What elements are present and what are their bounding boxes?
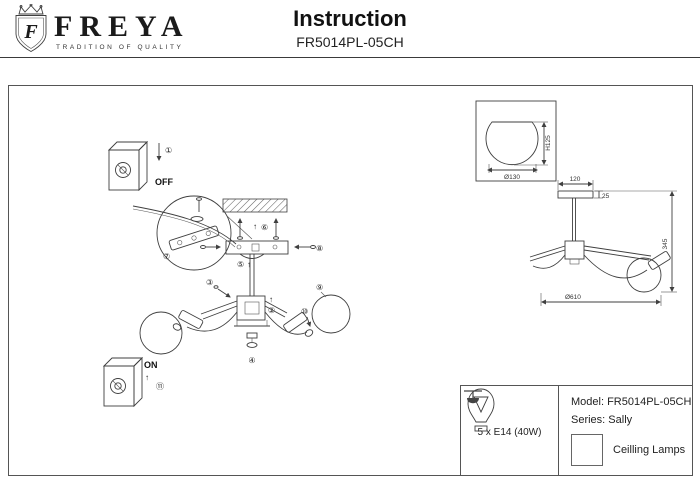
step-5: ⑤ [237, 260, 244, 269]
left-arm-drawing [139, 300, 238, 355]
logo-letter: F [23, 21, 38, 43]
globe-spec-box: Ø130 H125 [475, 100, 557, 182]
dim-fixture-diameter: Ø610 [565, 294, 581, 301]
brand-name: FREYA [54, 10, 190, 43]
step-4: ④ [248, 356, 255, 365]
dim-canopy-thickness: 25 [602, 193, 610, 200]
model-info-cell: Model: FR5014PL-05CH Series: Sally Ceill… [464, 386, 692, 475]
step-9: ⑨ [316, 283, 323, 292]
step-7: ⑦ [163, 252, 170, 261]
stem-hub-drawing: ③ ↑ ② ④ [206, 254, 275, 365]
assembly-diagram: ① OFF ⑦ [102, 100, 677, 408]
header-divider [0, 57, 700, 58]
side-view-drawing: 120 25 345 [529, 176, 677, 306]
step-2: ② [268, 306, 275, 315]
bulb-spec-cell: 5 x E14 (40W) [461, 386, 559, 475]
wiring-detail-circle: ⑦ [156, 195, 253, 271]
spec-table: 5 x E14 (40W) Model: FR5014PL-05CH Serie… [460, 385, 692, 475]
page-title: Instruction [293, 6, 407, 31]
step-8: ⑧ [316, 244, 323, 253]
bulb-spec-label: 5 x E14 (40W) [477, 426, 542, 438]
dim-globe-height: H125 [545, 135, 552, 151]
brand-block: FREYA TRADITION OF QUALITY [54, 10, 190, 52]
dim-globe-diameter: Ø130 [504, 174, 520, 181]
dim-fixture-height: 345 [662, 238, 669, 249]
off-switch-drawing: ① OFF [107, 140, 173, 192]
ceiling-mount-drawing: ↑ ⑥ ⑧ ⑤ ↑ [132, 198, 323, 269]
up-arrow-hub: ↑ [269, 295, 273, 304]
off-label: OFF [155, 177, 173, 187]
category-row: Ceilling Lamps [464, 390, 692, 467]
right-arm-drawing: ⑨ ⑩ [264, 283, 351, 337]
model-number: FR5014PL-05CH [296, 34, 404, 50]
up-arrow-on: ↑ [145, 373, 149, 382]
crest-shield-icon: F [15, 3, 47, 53]
title-block: Instruction FR5014PL-05CH [293, 6, 407, 50]
step-11: ⑪ [156, 382, 164, 391]
up-arrow-canopy: ↑ [247, 260, 251, 269]
on-switch-drawing: ON ↑ ⑪ [102, 356, 164, 408]
ceiling-lamp-icon [464, 390, 603, 467]
step-1: ① [165, 146, 172, 155]
up-arrow: ↑ [253, 222, 257, 231]
drawing-frame: ① OFF ⑦ [8, 85, 693, 476]
step-3: ③ [206, 278, 213, 287]
brand-tagline: TRADITION OF QUALITY [56, 44, 184, 51]
step-6: ⑥ [261, 223, 268, 232]
table-model: Model: FR5014PL-05CH [571, 396, 692, 408]
dim-canopy-width: 120 [570, 176, 581, 183]
freya-logo: F [10, 3, 52, 61]
on-label: ON [144, 360, 158, 370]
category-label: Ceilling Lamps [613, 444, 686, 457]
table-series: Series: Sally [571, 414, 633, 427]
bulb-icon [467, 388, 495, 432]
step-10: ⑩ [301, 307, 308, 316]
